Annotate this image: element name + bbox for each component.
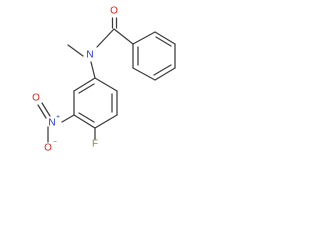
nitro-nitrogen-charge: + xyxy=(56,114,60,121)
bond-aryl-1 xyxy=(94,77,118,92)
molecule-structure: O N N + O O − F xyxy=(32,6,176,154)
nitro-oxygen-charge: − xyxy=(53,139,57,146)
bond-phenyl-5 xyxy=(132,67,156,81)
nitro-oxygen-single-label: O xyxy=(44,143,52,154)
bond-phenyl-4 xyxy=(154,67,176,81)
atom-labels: O N N + O O − F xyxy=(32,6,118,154)
bond-phenyl-2 xyxy=(154,31,176,45)
bond-aryl-inner-3 xyxy=(78,83,95,94)
bond-aryl-nitro xyxy=(61,114,75,123)
carbonyl-oxygen-label: O xyxy=(110,6,118,17)
bond-nitro-o-double-2 xyxy=(37,104,47,119)
bond-phenyl-inner-2 xyxy=(153,64,172,76)
fluorine-label: F xyxy=(92,139,98,150)
bonds xyxy=(37,17,176,143)
bond-carbonyl-c-phenyl xyxy=(113,28,134,45)
bond-n-aryl xyxy=(90,61,96,79)
bond-aryl-inner-2 xyxy=(78,112,95,123)
bond-phenyl-inner-1 xyxy=(155,36,172,47)
bond-n-methyl xyxy=(67,44,84,57)
bond-nitro-o-double-1 xyxy=(41,102,51,117)
nitro-nitrogen-label: N xyxy=(48,118,55,129)
bond-carbonyl-c-n xyxy=(96,28,115,48)
bond-aryl-4 xyxy=(73,114,96,129)
amide-nitrogen-label: N xyxy=(86,50,93,61)
bond-phenyl-1 xyxy=(132,31,156,45)
nitro-oxygen-double-label: O xyxy=(32,93,40,104)
bond-aryl-3 xyxy=(94,114,118,129)
bond-aryl-6 xyxy=(73,77,96,92)
